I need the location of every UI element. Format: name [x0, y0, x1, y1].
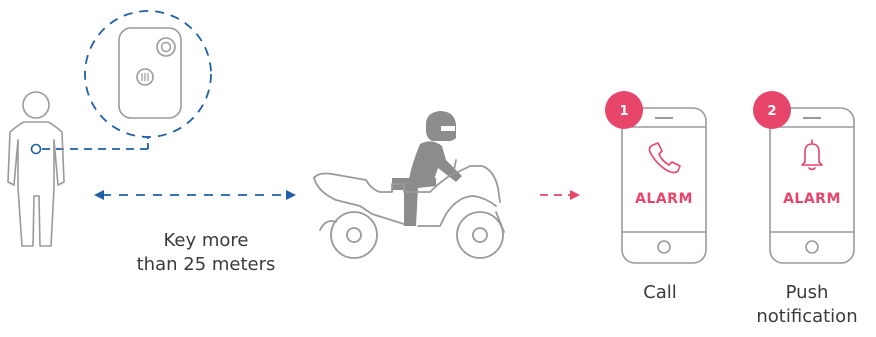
distance-line-1: Key more — [120, 229, 292, 253]
step-badge: 2 — [753, 91, 791, 129]
step-badge: 1 — [605, 91, 643, 129]
person-icon — [8, 92, 64, 246]
distance-line-2: than 25 meters — [120, 253, 292, 277]
push-caption-line-2: notification — [752, 305, 862, 329]
push-caption-line-1: Push — [752, 281, 862, 305]
motorcycle-rider-icon — [314, 111, 504, 258]
key-connector — [42, 137, 148, 149]
badge-number: 2 — [767, 104, 776, 119]
phone-icon — [622, 108, 706, 263]
call-caption: Call — [610, 281, 710, 305]
alert-arrow — [540, 190, 580, 200]
phone-call-card: ALARM 1 — [605, 91, 706, 263]
distance-label: Key more than 25 meters — [120, 229, 292, 277]
alarm-text: ALARM — [783, 191, 841, 207]
phone-call-icon — [649, 143, 680, 173]
badge-number: 1 — [619, 104, 628, 119]
bell-icon — [802, 140, 822, 170]
call-caption-line-1: Call — [610, 281, 710, 305]
key-tag-zoom — [85, 11, 211, 137]
phone-icon — [770, 108, 854, 263]
key-tag-icon — [119, 28, 181, 118]
phone-push-card: ALARM 2 — [753, 91, 854, 263]
distance-arrow — [94, 190, 296, 200]
push-caption: Push notification — [752, 281, 862, 329]
alarm-text: ALARM — [635, 191, 693, 207]
